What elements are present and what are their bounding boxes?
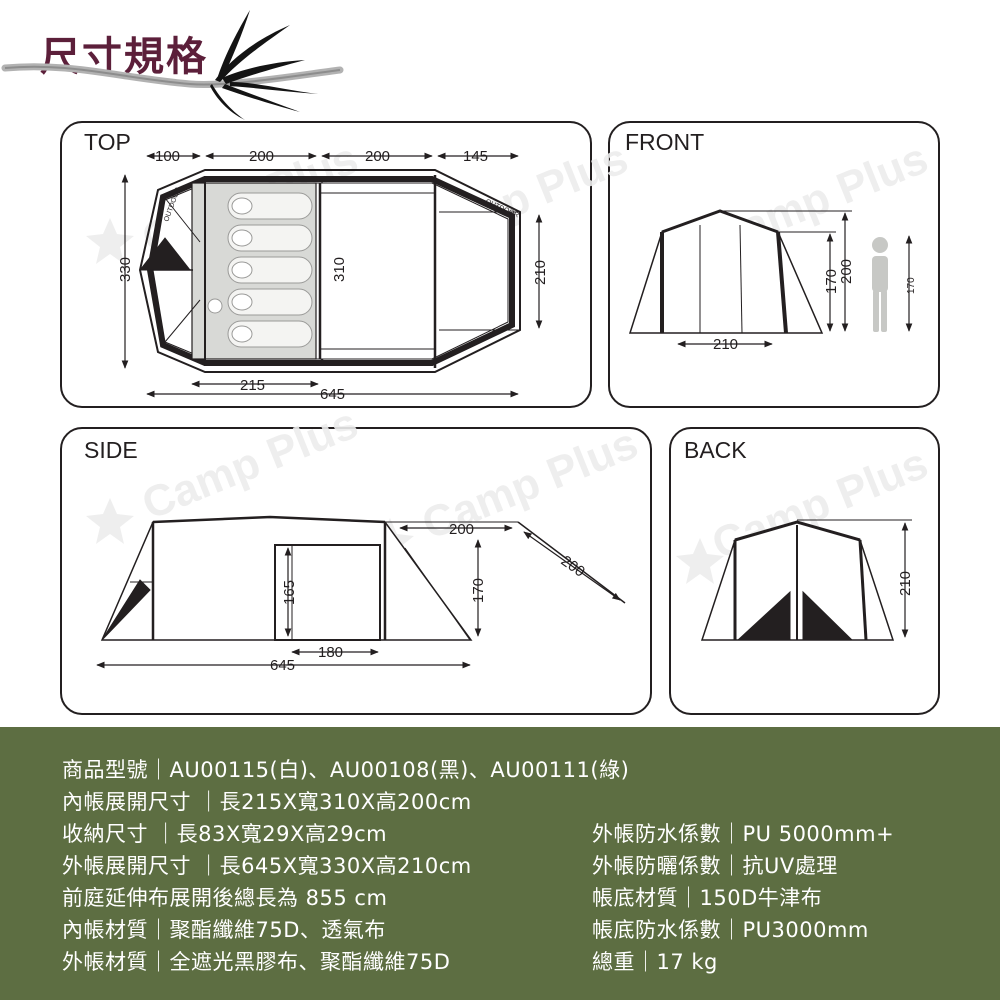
svg-text:Camp Plus: Camp Plus (135, 399, 364, 530)
spec-model: 商品型號｜AU00115(白)、AU00108(黑)、AU00111(綠) (62, 758, 630, 782)
top-dim-215: 215 (240, 377, 265, 394)
spec-floor-material: 帳底材質｜150D牛津布 (592, 886, 823, 910)
spec-packed-size: 收納尺寸 ｜長83X寬29X高29cm (62, 822, 388, 846)
top-dim-145: 145 (463, 148, 488, 165)
side-dim-180: 180 (318, 644, 343, 661)
spec-inner-size: 內帳展開尺寸 ｜長215X寬310X高200cm (62, 790, 472, 814)
top-dim-645: 645 (320, 386, 345, 403)
top-view-label: TOP (84, 129, 131, 155)
top-dim-200a: 200 (249, 148, 274, 165)
spec-weight: 總重｜17 kg (592, 950, 718, 974)
top-dim-310: 310 (331, 257, 348, 282)
top-view-drawing (121, 152, 543, 398)
top-dim-330: 330 (117, 257, 134, 282)
spec-extension-length: 前庭延伸布展開後總長為 855 cm (62, 886, 388, 910)
spec-uv: 外帳防曬係數｜抗UV處理 (592, 854, 838, 878)
front-dim-210: 210 (713, 336, 738, 353)
person-dim-170: 170 (906, 277, 917, 294)
back-view-drawing (700, 519, 912, 641)
spec-outer-material: 外帳材質｜全遮光黑膠布、聚酯纖維75D (62, 950, 451, 974)
side-dim-170: 170 (470, 578, 487, 603)
side-dim-645: 645 (270, 657, 295, 674)
spec-inner-material: 內帳材質｜聚酯纖維75D、透氣布 (62, 918, 386, 942)
side-view-drawing (96, 515, 626, 669)
spec-section: 商品型號｜AU00115(白)、AU00108(黑)、AU00111(綠) 內帳… (0, 727, 1000, 1000)
spec-floor-waterproof: 帳底防水係數｜PU3000mm (592, 918, 869, 942)
top-dim-210: 210 (532, 260, 549, 285)
spec-waterproof: 外帳防水係數｜PU 5000mm+ (592, 822, 895, 846)
front-view-label: FRONT (625, 129, 705, 155)
side-dim-165: 165 (281, 580, 298, 605)
back-view-label: BACK (684, 437, 747, 463)
side-dim-ext-200b: 200 (558, 552, 588, 580)
side-view-label: SIDE (84, 437, 138, 463)
top-dim-200b: 200 (365, 148, 390, 165)
front-dim-170: 170 (823, 269, 840, 294)
bamboo-branch-icon (1, 10, 344, 120)
person-icon (872, 237, 888, 332)
side-dim-ext-200a: 200 (449, 521, 474, 538)
front-view-drawing (628, 209, 913, 348)
back-dim-210: 210 (897, 571, 914, 596)
front-dim-200: 200 (838, 259, 855, 284)
spec-outer-size: 外帳展開尺寸 ｜長645X寬330X高210cm (62, 854, 472, 878)
top-dim-100: 100 (155, 148, 180, 165)
